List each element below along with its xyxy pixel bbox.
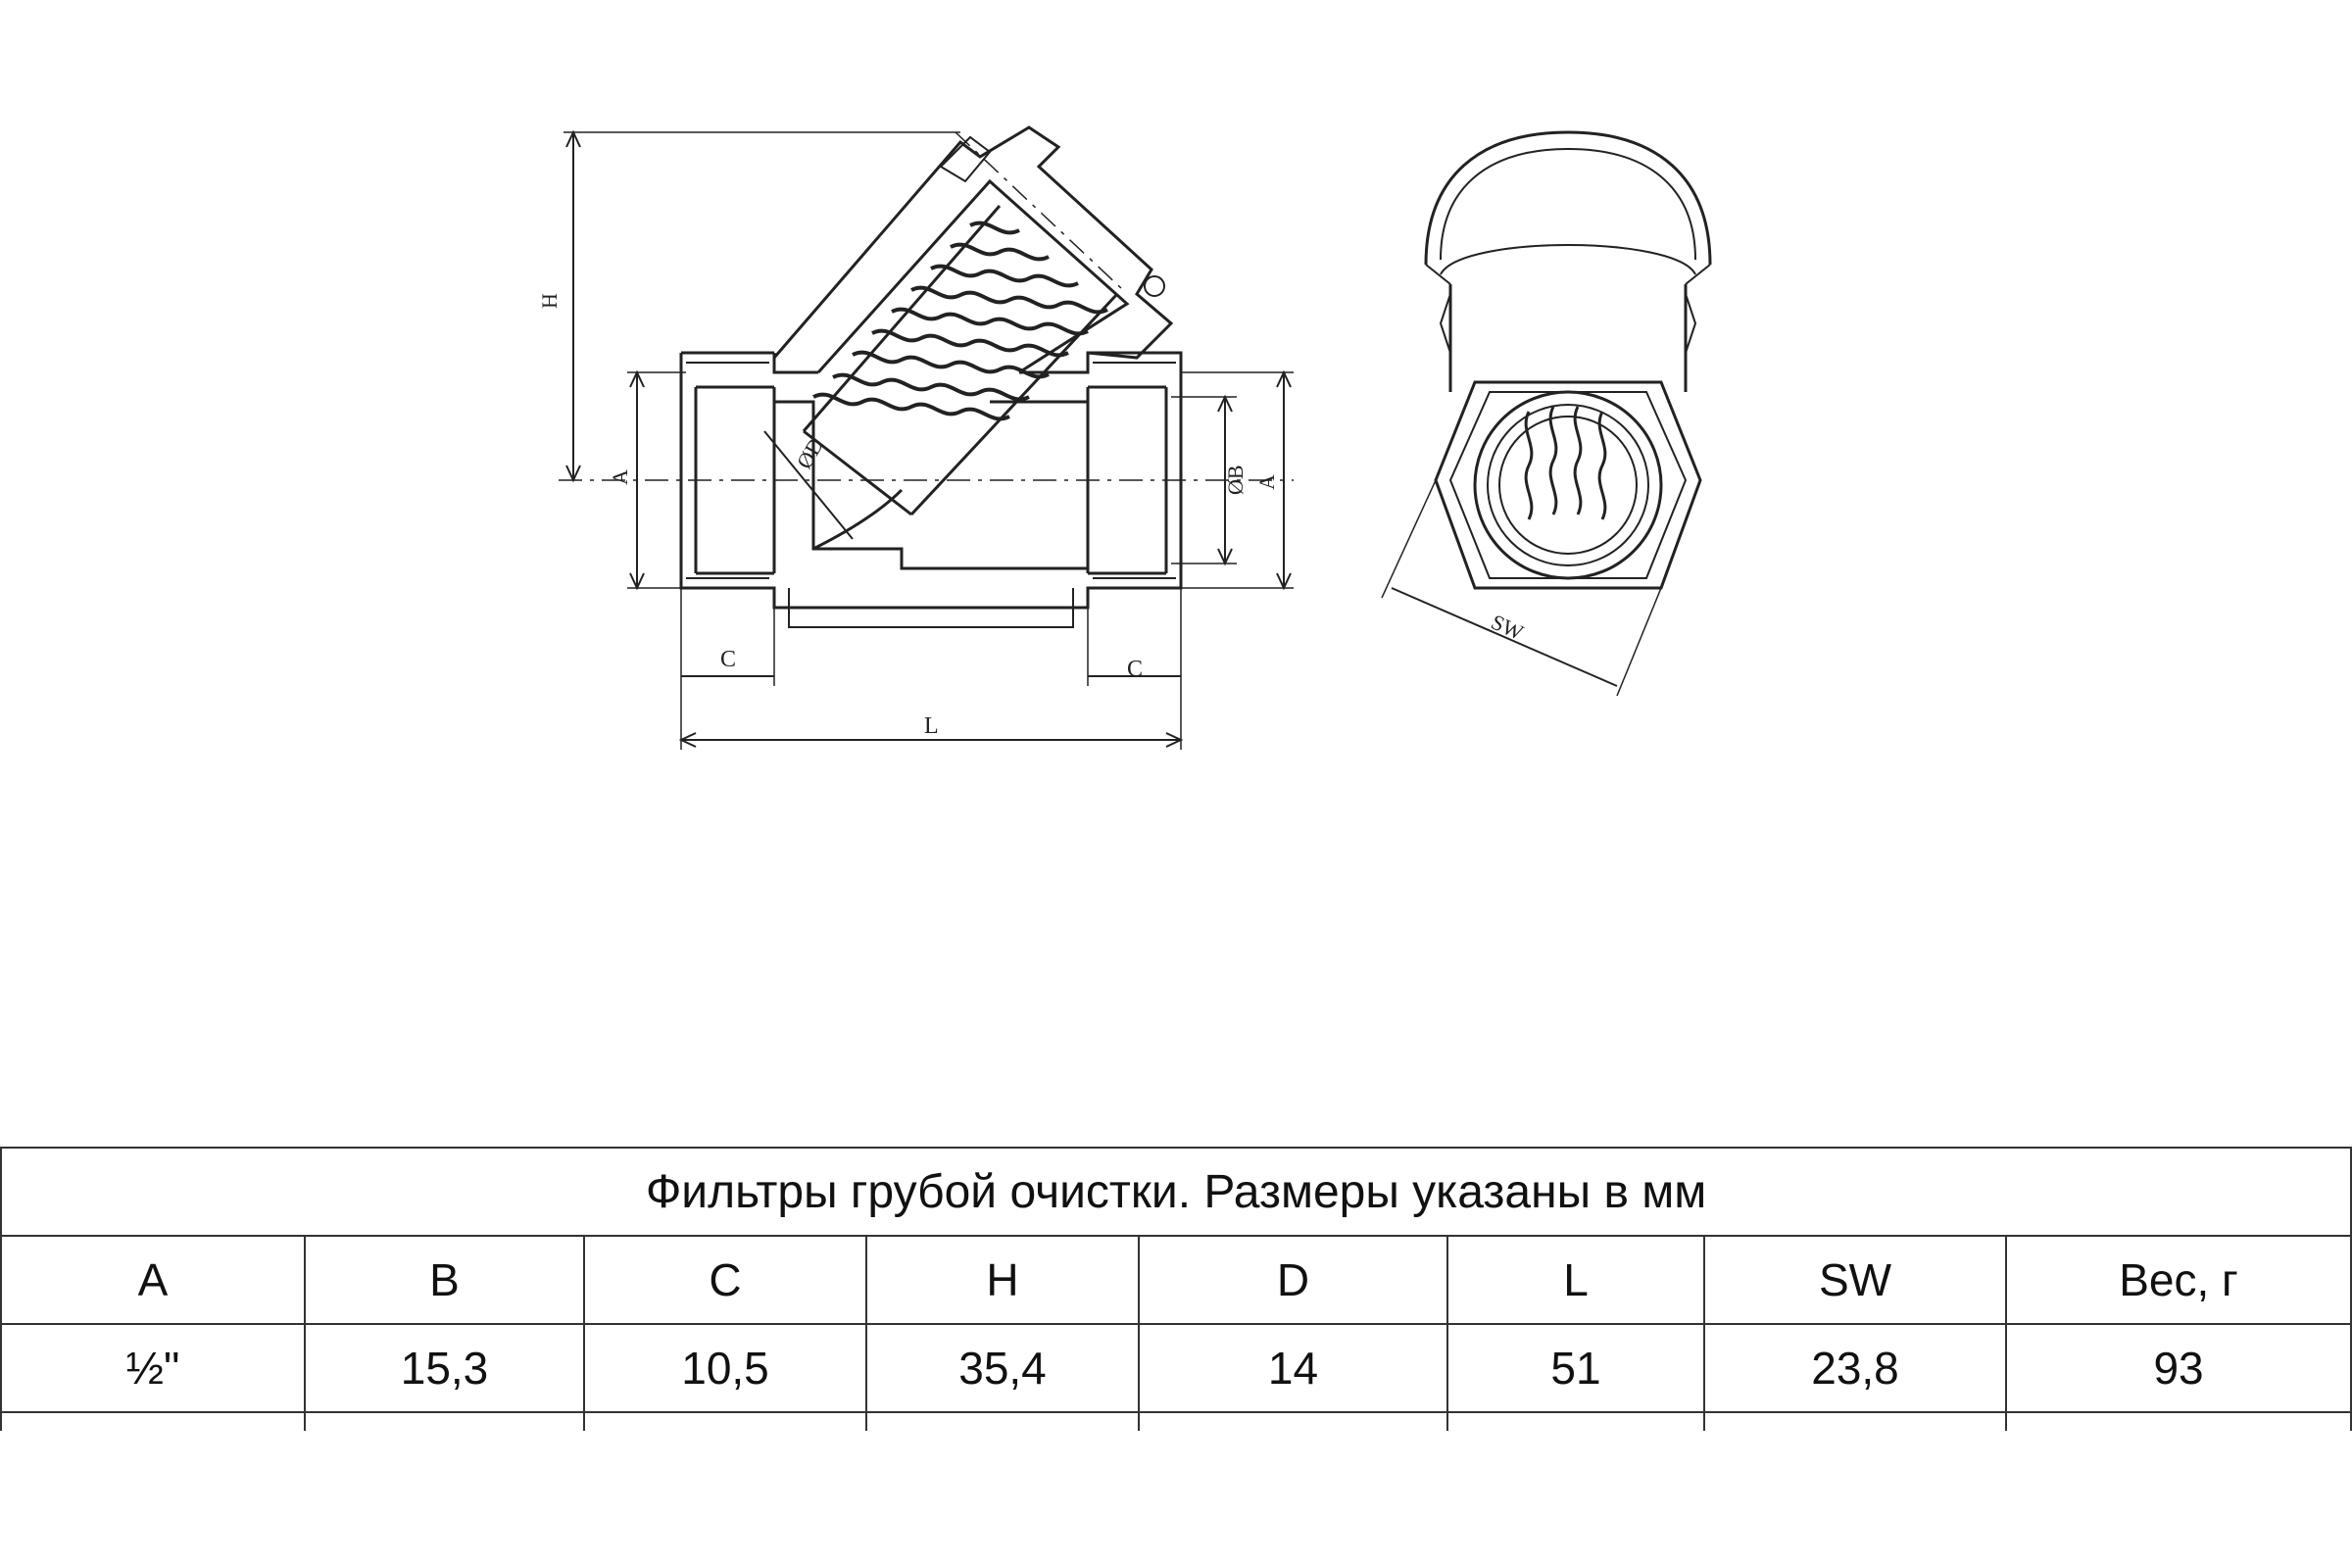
stub-cell bbox=[1446, 1411, 1705, 1431]
strainer-side-view bbox=[559, 125, 1294, 750]
header-l: L bbox=[1446, 1235, 1705, 1325]
table-cut-row bbox=[0, 1411, 2352, 1431]
header-weight: Вес, г bbox=[2004, 1235, 2352, 1325]
cell-h: 35,4 bbox=[865, 1323, 1140, 1413]
stub-cell bbox=[304, 1411, 585, 1431]
dim-label-sw: SW bbox=[1488, 610, 1528, 645]
dim-label-d: ØD bbox=[792, 433, 829, 472]
dim-label-b: ØB bbox=[1223, 465, 1248, 495]
stub-cell bbox=[2004, 1411, 2352, 1431]
dim-label-c-right: C bbox=[1127, 657, 1143, 682]
table-title-row: Фильтры грубой очистки. Размеры указаны … bbox=[0, 1147, 2352, 1237]
stub-cell bbox=[1138, 1411, 1448, 1431]
dim-label-h: H bbox=[537, 293, 562, 309]
spec-table: Фильтры грубой очистки. Размеры указаны … bbox=[0, 1147, 2352, 1431]
cell-l: 51 bbox=[1446, 1323, 1705, 1413]
cell-d: 14 bbox=[1138, 1323, 1448, 1413]
header-a: A bbox=[0, 1235, 306, 1325]
table-header-row: A B C H D L SW Вес, г bbox=[0, 1235, 2352, 1325]
stub-cell bbox=[0, 1411, 306, 1431]
header-h: H bbox=[865, 1235, 1140, 1325]
technical-drawing: H A ØD ØB A C C L SW bbox=[537, 125, 1712, 750]
strainer-end-view bbox=[1381, 130, 1712, 697]
dim-label-c-left: C bbox=[720, 647, 736, 672]
table-title: Фильтры грубой очистки. Размеры указаны … bbox=[0, 1147, 2352, 1237]
stub-cell bbox=[583, 1411, 867, 1431]
header-c: C bbox=[583, 1235, 867, 1325]
dim-label-l: L bbox=[924, 713, 939, 739]
header-d: D bbox=[1138, 1235, 1448, 1325]
cell-weight: 93 bbox=[2004, 1323, 2352, 1413]
header-sw: SW bbox=[1703, 1235, 2007, 1325]
cell-sw: 23,8 bbox=[1703, 1323, 2007, 1413]
header-b: B bbox=[304, 1235, 585, 1325]
dim-label-a-left: A bbox=[608, 469, 632, 485]
cell-c: 10,5 bbox=[583, 1323, 867, 1413]
table-row: ½" 15,3 10,5 35,4 14 51 23,8 93 bbox=[0, 1323, 2352, 1413]
cell-b: 15,3 bbox=[304, 1323, 585, 1413]
cell-a: ½" bbox=[0, 1323, 306, 1413]
stub-cell bbox=[865, 1411, 1140, 1431]
dim-label-a-right: A bbox=[1254, 474, 1279, 490]
stub-cell bbox=[1703, 1411, 2007, 1431]
